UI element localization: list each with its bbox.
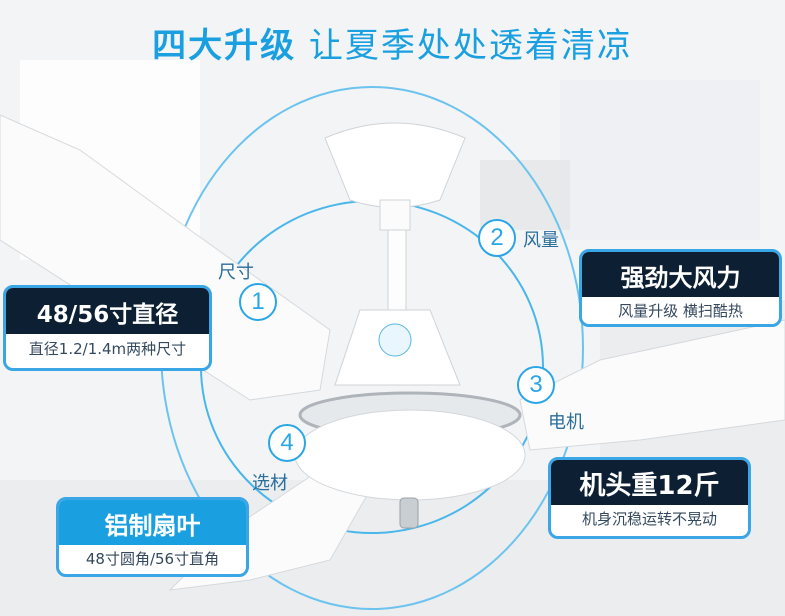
motor-card-title: 机头重12斤 <box>551 460 748 505</box>
downrod <box>387 229 407 311</box>
left-blade <box>0 114 331 401</box>
callout-4-marker: 4 <box>268 424 306 462</box>
canopy-neck <box>379 199 411 231</box>
callout-2-marker: 2 <box>478 219 516 257</box>
size-card-subtitle: 直径1.2/1.4m两种尺寸 <box>28 340 187 358</box>
size-card: 48/56寸直径 直径1.2/1.4m两种尺寸 <box>3 285 212 371</box>
motor-card: 机头重12斤 机身沉稳运转不晃动 <box>548 457 751 539</box>
wind-card: 强劲大风力 风量升级 横扫酷热 <box>579 249 782 327</box>
page-title: 四大升级 让夏季处处透着清凉 <box>0 18 785 67</box>
canopy <box>324 122 466 208</box>
wind-card-title: 强劲大风力 <box>582 252 779 297</box>
blade-card: 铝制扇叶 48寸圆角/56寸直角 <box>56 497 249 577</box>
title-part-1: 四大升级 <box>152 26 297 66</box>
title-part-2: 让夏季处处透着清凉 <box>308 26 633 66</box>
motor-card-subtitle: 机身沉稳运转不晃动 <box>581 510 717 528</box>
callout-3-label: 电机 <box>548 412 584 433</box>
callout-1-marker: 1 <box>239 283 277 321</box>
bottom-cap <box>294 409 526 501</box>
callout-4-label: 选材 <box>252 473 288 494</box>
callout-1-label: 尺寸 <box>218 262 254 283</box>
fan-logo <box>378 323 412 357</box>
blade-card-subtitle: 48寸圆角/56寸直角 <box>85 550 220 568</box>
pull-switch <box>399 497 419 529</box>
callout-3-marker: 3 <box>517 366 555 404</box>
blade-card-title: 铝制扇叶 <box>59 500 246 545</box>
callout-2-label: 风量 <box>523 230 559 251</box>
size-card-title: 48/56寸直径 <box>6 288 209 334</box>
wind-card-subtitle: 风量升级 横扫酷热 <box>618 302 743 320</box>
right-blade <box>519 319 785 451</box>
